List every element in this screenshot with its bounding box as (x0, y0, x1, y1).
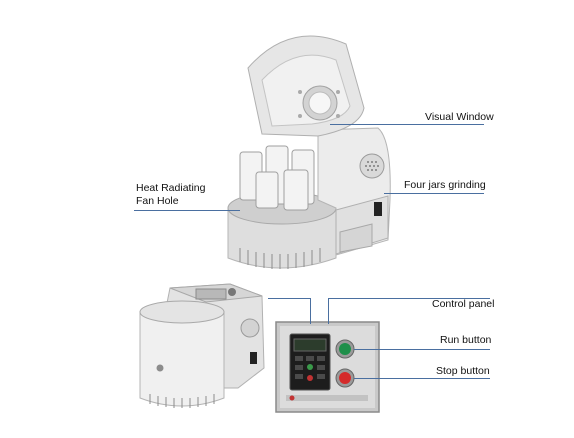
front-access-panel (339, 223, 373, 253)
top-knob (228, 288, 236, 296)
leader-four-jars (384, 193, 484, 194)
leader-run-button (354, 349, 490, 350)
maker-logo-mark (289, 395, 295, 401)
top-control-block (195, 288, 227, 300)
heat-fan-label-line2: Fan Hole (136, 195, 179, 207)
keypad-red-key (307, 375, 313, 381)
run-button-label: Run button (440, 334, 492, 346)
keypad-green-key (307, 364, 313, 370)
side-switch (374, 202, 382, 216)
stop-button-graphic (339, 372, 351, 384)
leader-panel-left-h (268, 298, 310, 299)
heat-fan-label-line1: Heat Radiating (136, 182, 206, 194)
side-vent-grille (359, 153, 385, 179)
window-screw (298, 90, 302, 94)
leader-heat-fan (134, 210, 240, 211)
visual-window-label: Visual Window (425, 111, 494, 123)
front-cylinder (139, 311, 225, 407)
front-lock-knob (156, 364, 164, 372)
closed-base-vents (149, 394, 215, 408)
leader-control-panel-h (328, 298, 490, 299)
four-jars-label: Four jars grinding (404, 179, 486, 191)
leader-control-panel-v (328, 298, 329, 324)
leader-stop-button (354, 378, 490, 379)
closed-side-switch (250, 352, 257, 364)
panel-maker-strip (286, 395, 368, 401)
run-button-graphic (339, 343, 351, 355)
grinding-jars (239, 145, 315, 211)
stop-button-label: Stop button (436, 365, 490, 377)
keypad-display (293, 338, 327, 352)
closed-side-vent (240, 318, 260, 338)
leader-visual-window (330, 124, 484, 125)
control-panel-label: Control panel (432, 298, 495, 310)
base-drum (227, 207, 337, 269)
leader-panel-left-v (310, 298, 311, 324)
front-cylinder-top (139, 300, 225, 324)
keypad-keys (295, 356, 325, 379)
base-vent-slots (239, 248, 321, 269)
